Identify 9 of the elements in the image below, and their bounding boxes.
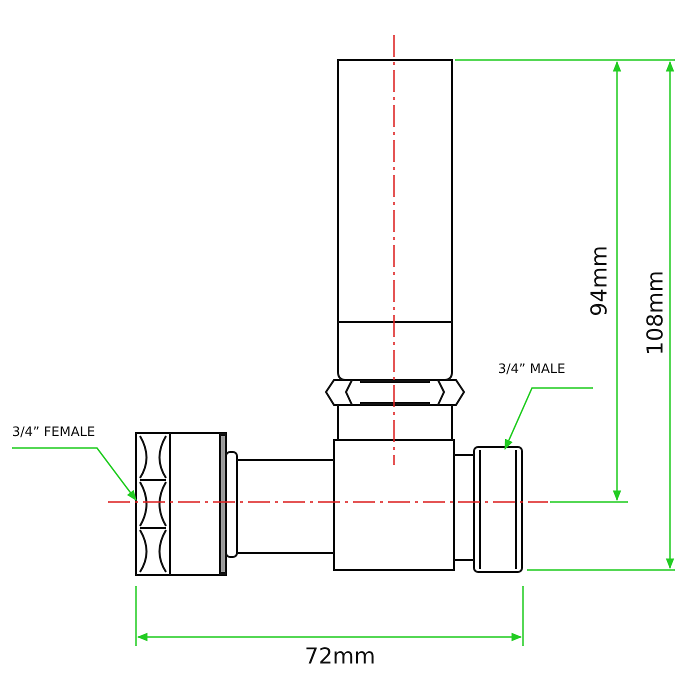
- dimension-label: 94mm: [588, 246, 612, 316]
- dimension-label: 72mm: [304, 644, 376, 670]
- dimension-label: 108mm: [644, 270, 668, 356]
- male-thread-drawing: [473, 446, 523, 573]
- leader-line: [504, 387, 593, 450]
- callout-label: 3/4” MALE: [498, 362, 566, 377]
- leader-line: [12, 447, 137, 501]
- female-nut-drawing: [135, 432, 227, 576]
- callout-label: 3/4” FEMALE: [12, 425, 96, 440]
